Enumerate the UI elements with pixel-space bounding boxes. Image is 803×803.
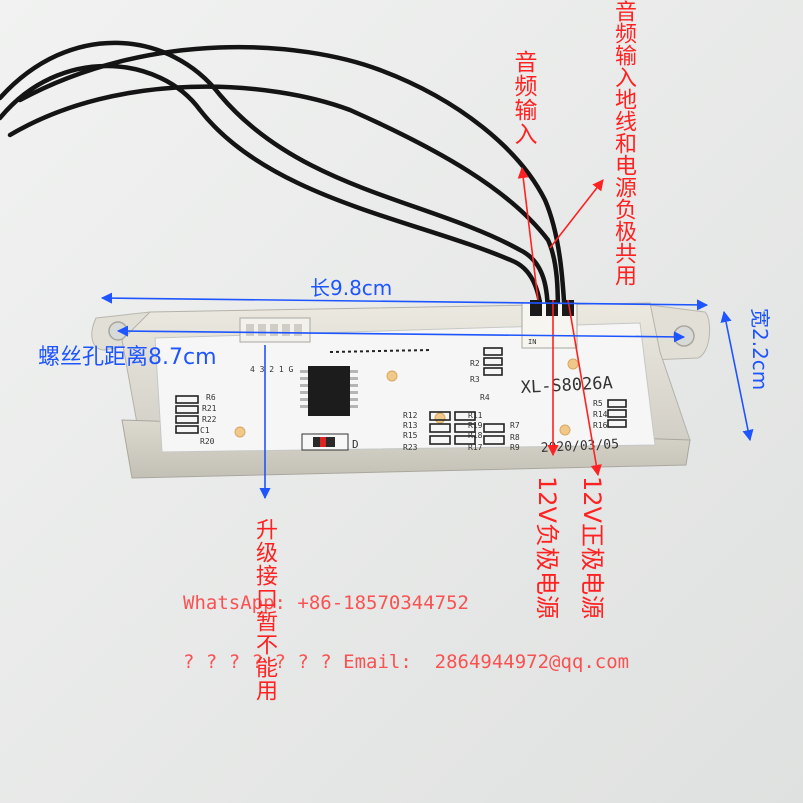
pcb-ref: R11 xyxy=(468,411,483,420)
pcb-ref: R7 xyxy=(510,421,520,430)
pcb-ref: R15 xyxy=(403,431,418,440)
label-hole-distance: 螺丝孔距离8.7cm xyxy=(38,345,217,370)
arrow-audio-ground xyxy=(549,179,604,249)
pcb-input-label: IN xyxy=(528,338,536,346)
pcb-ref: R18 xyxy=(468,431,483,440)
pcb-ref: C1 xyxy=(200,426,210,435)
pcb-ref: R16 xyxy=(593,421,608,430)
pcb-ref: R9 xyxy=(510,443,520,452)
pcb-ref: R21 xyxy=(202,404,217,413)
label-width: 宽2.2cm xyxy=(748,308,772,391)
pcb-ref: R12 xyxy=(403,411,418,420)
pcb-ref: R8 xyxy=(510,433,520,442)
label-12v-positive: 12V正极电源 xyxy=(578,476,606,619)
pcb-ref: R13 xyxy=(403,421,418,430)
pcb-ref: R23 xyxy=(403,443,418,452)
blue-arrows xyxy=(100,292,754,500)
pcb-silkscreen: XL-S8026A 2020/03/05 D 4 3 2 1 G IN R6 R… xyxy=(200,338,619,456)
label-12v-negative: 12V负极电源 xyxy=(533,476,561,619)
pcb-ref: R22 xyxy=(202,415,217,424)
pcb-diode-label: D xyxy=(352,438,359,451)
label-length: 长9.8cm xyxy=(310,276,393,300)
pcb-ref: R19 xyxy=(468,421,483,430)
arrow-hole-distance xyxy=(116,325,686,343)
arrow-length xyxy=(100,292,709,311)
label-upgrade-port: 升级接口暂不能用 xyxy=(252,518,277,702)
pcb-model: XL-S8026A xyxy=(520,373,613,398)
pcb-pin-labels: 4 3 2 1 G xyxy=(250,365,294,374)
label-audio-ground-power-negative: 音频输入地线和电源负极共用 xyxy=(611,0,636,286)
pcb-ref: R20 xyxy=(200,437,215,446)
watermark-email: ? ? ? ? ? ? ? Email: 2864944972@qq.com xyxy=(183,651,630,673)
watermark-whatsapp: WhatsApp: +86-18570344752 xyxy=(183,592,469,614)
pcb-ref: R5 xyxy=(593,399,603,408)
pcb-ref: R14 xyxy=(593,410,608,419)
pcb-ref: R4 xyxy=(480,393,490,402)
arrow-width xyxy=(720,310,754,442)
pcb-ref: R17 xyxy=(468,443,483,452)
arrow-audio-input xyxy=(517,166,539,301)
pcb-ref: R6 xyxy=(206,393,216,402)
pcb-ref: R3 xyxy=(470,375,480,384)
pcb-ref: R2 xyxy=(470,359,480,368)
pcb-date: 2020/03/05 xyxy=(540,437,619,456)
label-audio-input: 音频输入 xyxy=(510,50,536,146)
